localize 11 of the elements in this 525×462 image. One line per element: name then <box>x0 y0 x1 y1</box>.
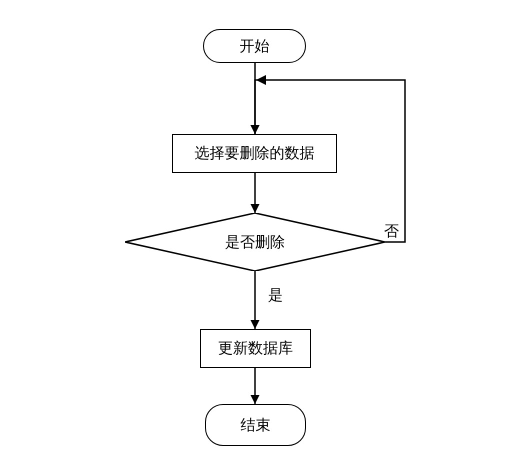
node-label: 选择要删除的数据 <box>194 144 314 163</box>
edge-label: 是 <box>267 287 284 304</box>
terminator-shape <box>203 29 306 63</box>
node-label: 结束 <box>240 416 270 434</box>
node-label: 更新数据库 <box>218 339 293 358</box>
node-label: 是否删除 <box>225 232 285 252</box>
node-label: 开始 <box>240 36 270 56</box>
process-box <box>172 134 337 173</box>
process-box <box>200 329 311 368</box>
terminator-shape <box>205 404 306 446</box>
edge-label: 否 <box>383 223 400 240</box>
